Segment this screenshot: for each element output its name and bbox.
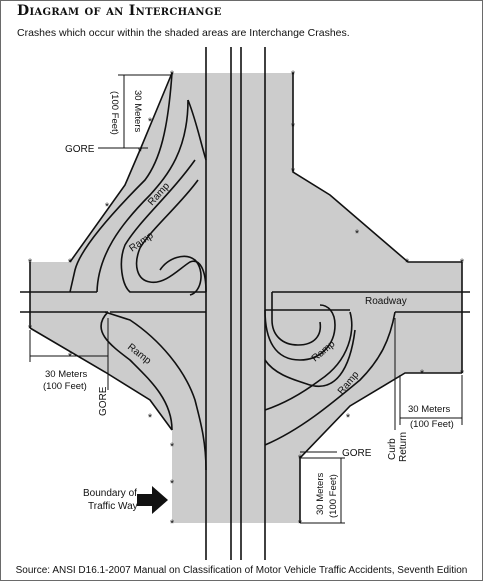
dim-top-left-feet: (100 Feet) — [109, 91, 120, 135]
ramp-se-loop-inner — [271, 292, 322, 346]
boundary-marker: * — [170, 518, 175, 530]
ramp-nw-outer — [69, 72, 173, 293]
dim-right-meters: 30 Meters — [408, 404, 450, 415]
ne-boundary-edge — [292, 73, 462, 263]
boundary-marker: * — [346, 412, 351, 424]
boundary-marker: * — [170, 478, 175, 490]
boundary-marker: * — [105, 201, 110, 213]
ramp-nw-loop-core — [159, 255, 202, 296]
ramp-nw-loop-outer — [120, 159, 206, 293]
boundary-marker: * — [28, 323, 33, 335]
se-boundary-edge — [299, 372, 462, 523]
boundary-marker: * — [355, 228, 360, 240]
boundary-marker: * — [68, 351, 73, 363]
boundary-marker: * — [138, 146, 143, 158]
ramp-se-mid — [264, 329, 356, 388]
ramp-sw-curve — [100, 311, 173, 431]
dim-top-left-meters: 30 Meters — [132, 90, 143, 132]
gore-left-label: GORE — [98, 386, 109, 416]
boundary-marker: * — [460, 257, 465, 269]
diagram-title: Diagram of an Interchange — [17, 3, 222, 19]
boundary-label-line1: Boundary of — [83, 488, 137, 499]
sw-boundary-edge — [29, 327, 173, 431]
dim-left-meters: 30 Meters — [45, 369, 87, 380]
roadway-label: Roadway — [365, 296, 407, 307]
boundary-marker: * — [148, 412, 153, 424]
source-caption: Source: ANSI D16.1-2007 Manual on Classi… — [15, 565, 468, 576]
ramp-sw-outer — [104, 311, 207, 471]
boundary-marker: * — [460, 368, 465, 380]
dim-bottom-meters: 30 Meters — [315, 473, 326, 515]
ramp-se-inner — [264, 311, 353, 411]
boundary-marker: * — [170, 69, 175, 81]
gore-bottom-label: GORE — [342, 448, 372, 459]
boundary-marker: * — [170, 441, 175, 453]
boundary-marker: * — [148, 116, 153, 128]
ramp-nw-outer-inner-edge — [96, 99, 189, 293]
dim-right-feet: (100 Feet) — [410, 419, 454, 430]
interchange-shaded-area — [30, 73, 462, 523]
curb-label: Curb — [387, 438, 398, 460]
boundary-marker: * — [420, 368, 425, 380]
nw-boundary-edge — [69, 72, 173, 263]
diagram-subtitle: Crashes which occur within the shaded ar… — [17, 27, 350, 39]
dim-bottom-feet: (100 Feet) — [328, 474, 339, 518]
boundary-marker: * — [291, 121, 296, 133]
boundary-marker: * — [405, 257, 410, 269]
ramp-nw-merge — [187, 99, 207, 161]
return-label: Return — [398, 432, 409, 462]
ramp-se-outer — [264, 311, 396, 446]
boundary-marker: * — [291, 69, 296, 81]
boundary-marker: * — [298, 518, 303, 530]
boundary-arrow-icon — [137, 486, 168, 514]
boundary-label-line2: Traffic Way — [88, 501, 138, 512]
boundary-marker: * — [291, 166, 296, 178]
boundary-marker: * — [298, 453, 303, 465]
boundary-marker: * — [68, 257, 73, 269]
gore-top-label: GORE — [65, 144, 95, 155]
boundary-marker: * — [28, 257, 33, 269]
dim-left-feet: (100 Feet) — [43, 381, 87, 392]
